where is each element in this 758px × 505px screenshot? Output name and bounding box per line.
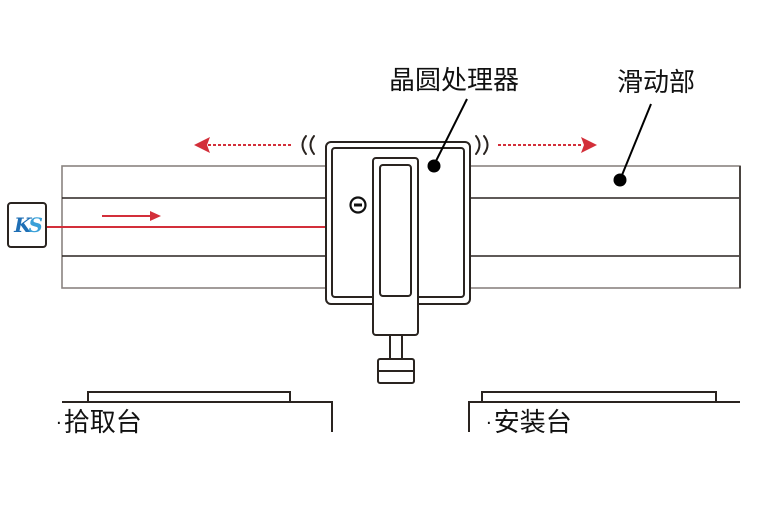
vibration-right-outer (483, 135, 489, 155)
ks-logo: KS (7, 202, 47, 248)
mount-stage-label: ·安装台 (486, 410, 572, 436)
bullet: · (56, 412, 62, 434)
laser-beam (47, 211, 374, 228)
ks-logo-text: KS (14, 213, 43, 237)
wafer-processor-leader (433, 98, 468, 166)
pickup-stage-label: ·拾取台 (56, 410, 142, 436)
vibration-right-inner (475, 135, 481, 155)
laser-direction-arrow-head (150, 211, 161, 221)
pickup-stage-table (62, 401, 333, 432)
gripper-stem (389, 334, 403, 360)
wafer-processor-leader-dot (427, 159, 441, 173)
slider-label: 滑动部 (617, 68, 696, 98)
vibration-left-inner (309, 135, 315, 155)
minus-circle-icon (349, 196, 367, 214)
right-arrow-head (581, 137, 597, 153)
vibration-marks (301, 135, 489, 155)
slider-leader (619, 103, 652, 181)
pickup-stage-plate (87, 391, 291, 403)
mount-stage-text: 安装台 (493, 408, 572, 438)
gripper-arm-window (379, 164, 412, 297)
motion-arrows (194, 137, 597, 153)
bullet: · (486, 412, 492, 434)
slider-leader-dot (613, 173, 627, 187)
vibration-left-outer (301, 135, 307, 155)
wafer-processor-label: 晶圆处理器 (389, 66, 520, 96)
mount-stage-table (468, 401, 740, 432)
left-arrow-head (194, 137, 210, 153)
mount-stage (468, 391, 740, 432)
mount-stage-plate (481, 391, 717, 403)
pickup-stage (62, 391, 333, 432)
pickup-stage-text: 拾取台 (63, 408, 142, 438)
wafer-processor (325, 141, 471, 384)
callouts (427, 98, 652, 187)
